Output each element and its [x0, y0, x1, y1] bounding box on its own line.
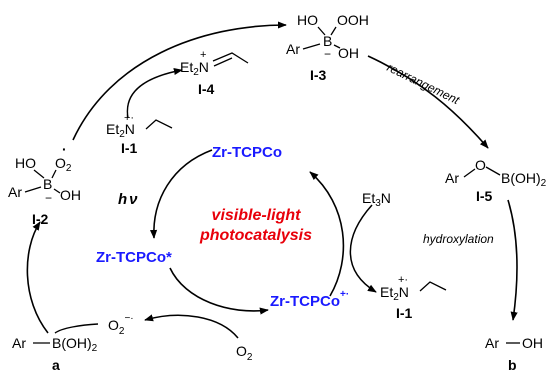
i4-double-bond — [212, 52, 249, 67]
species-i4: Et2N + I-4 — [180, 49, 249, 97]
species-i1-bottom: Et2N +· I-1 — [380, 274, 447, 321]
rearrangement-label: rearrangement — [385, 60, 462, 107]
svg-text:·: · — [62, 141, 67, 157]
dioxygen: O2 — [236, 343, 253, 363]
species-i3: HO OOH B Ar OH − I-3 — [286, 12, 369, 83]
svg-text:I-2: I-2 — [32, 211, 49, 227]
svg-text:I-5: I-5 — [476, 188, 493, 204]
catalyst-excited-state: Zr-TCPCo* — [96, 249, 172, 266]
arrow-a-to-i2 — [26, 221, 49, 334]
i5-bonds — [463, 166, 501, 178]
svg-text:b: b — [508, 357, 517, 373]
svg-text:+·: +· — [398, 274, 408, 286]
arrow-et3n-oxidation — [349, 204, 377, 293]
svg-text:OH: OH — [522, 335, 543, 351]
i2-bonds — [24, 169, 61, 194]
species-a: Ar B(OH)2 a — [12, 335, 98, 373]
svg-text:I-1: I-1 — [121, 140, 138, 156]
svg-text:Ar: Ar — [286, 41, 300, 57]
species-i1-top: Et2N +· I-1 — [106, 112, 173, 156]
arrow-i1-to-i4 — [126, 67, 183, 119]
svg-text:Ar: Ar — [445, 170, 459, 186]
catalyst-oxidized-state: Zr-TCPCo+· — [270, 289, 349, 310]
svg-text:I-4: I-4 — [198, 81, 215, 97]
svg-text:B: B — [323, 33, 332, 49]
svg-text:+·: +· — [124, 112, 134, 124]
i1-top-ethyl — [145, 119, 173, 130]
species-b: Ar OH b — [485, 335, 543, 373]
svg-text:Et2N: Et2N — [380, 284, 409, 303]
svg-text:O2: O2 — [55, 155, 72, 174]
svg-text:B: B — [43, 176, 52, 192]
svg-text:I-1: I-1 — [396, 305, 413, 321]
center-label-line2: photocatalysis — [199, 227, 312, 244]
i3-bonds — [302, 26, 341, 50]
hydroxylation-label: hydroxylation — [423, 232, 494, 246]
arrow-i2-to-i3 — [72, 21, 287, 141]
et3n: Et3N — [362, 190, 391, 209]
arrow-cycle-excitation — [149, 149, 213, 239]
svg-text:−: − — [45, 191, 52, 205]
svg-text:OH: OH — [338, 45, 359, 61]
arrow-superoxide-join — [54, 323, 99, 334]
svg-text:O: O — [475, 157, 486, 173]
svg-text:B(OH)2: B(OH)2 — [52, 335, 98, 354]
svg-text:OH: OH — [60, 187, 81, 203]
svg-text:+: + — [200, 49, 206, 61]
svg-text:I-3: I-3 — [310, 67, 327, 83]
svg-text:Ar: Ar — [8, 184, 22, 200]
svg-text:Et2N: Et2N — [180, 59, 209, 78]
species-i2: HO O2 · B Ar OH − I-2 — [8, 141, 81, 227]
svg-text:Ar: Ar — [12, 335, 26, 351]
i1-bottom-ethyl — [419, 281, 447, 292]
svg-text:HO: HO — [297, 12, 318, 28]
superoxide-radical-anion: O2−· — [108, 313, 134, 337]
svg-text:−: − — [324, 47, 331, 61]
svg-text:B(OH)2: B(OH)2 — [501, 170, 547, 189]
svg-text:OOH: OOH — [337, 12, 369, 28]
arrow-o2-reduction — [144, 314, 239, 339]
svg-text:a: a — [52, 357, 60, 373]
svg-text:Ar: Ar — [485, 335, 499, 351]
svg-text:Et2N: Et2N — [106, 121, 135, 140]
arrow-cycle-electron-transfer — [169, 267, 269, 315]
arrow-cycle-regeneration — [309, 171, 345, 297]
center-label-line1: visible-light — [212, 207, 302, 224]
arrow-hydroxylation — [507, 199, 518, 321]
arrow-rearrangement — [367, 55, 489, 149]
svg-text:HO: HO — [15, 155, 36, 171]
catalyst-ground-state: Zr-TCPCo — [212, 144, 282, 161]
species-i5: Ar O B(OH)2 I-5 — [445, 157, 547, 204]
